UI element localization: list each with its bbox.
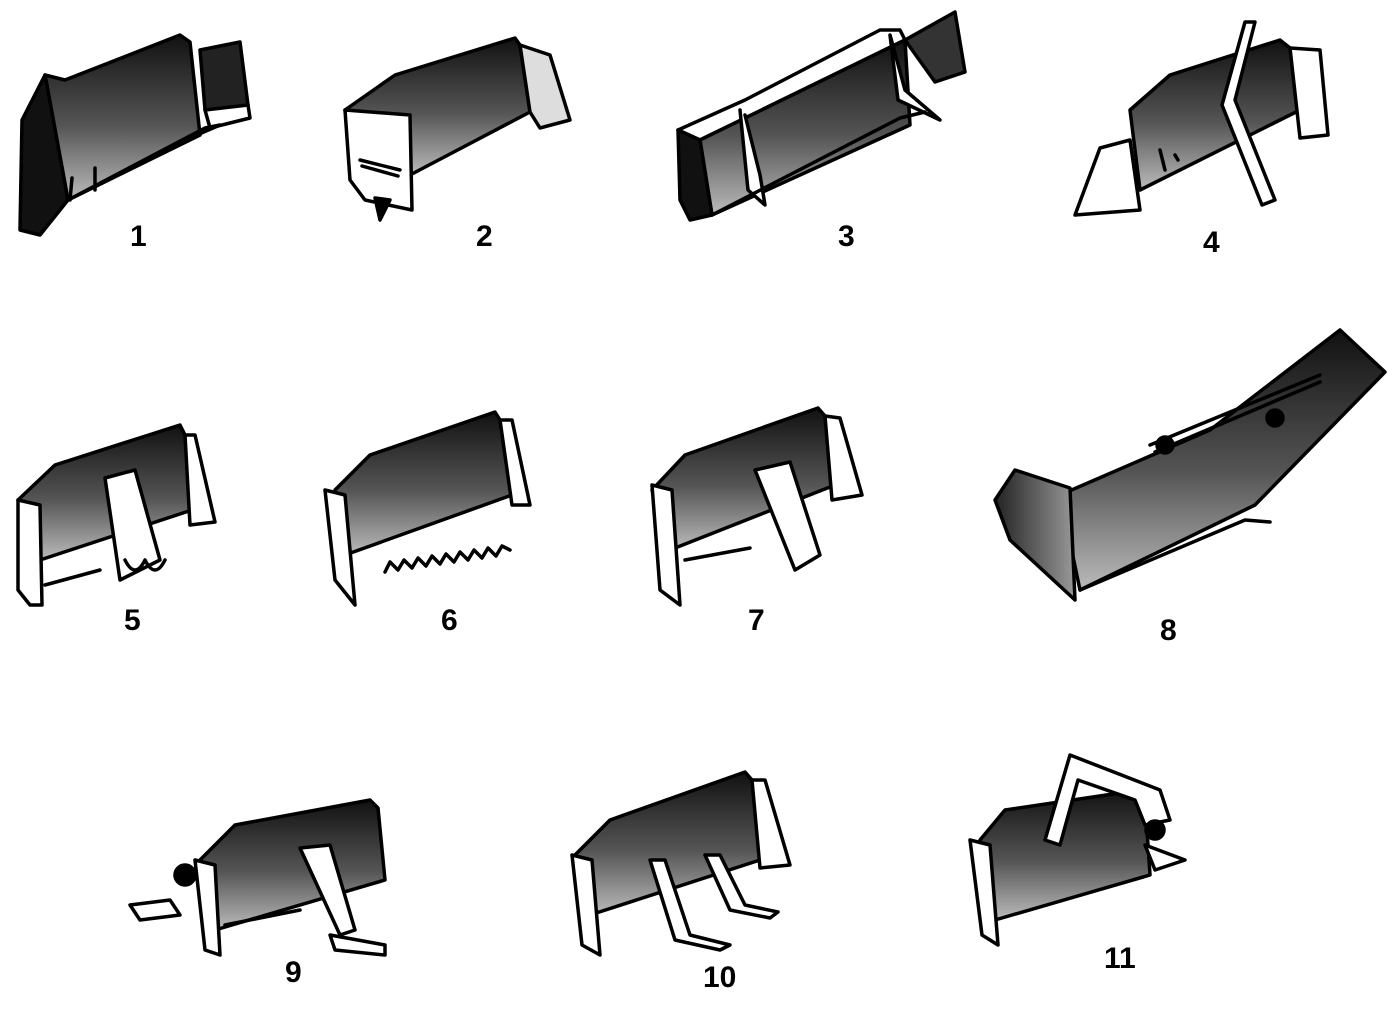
blade-1-drawing — [18, 33, 252, 237]
blade-9-drawing — [128, 798, 387, 957]
blade-11-drawing — [968, 753, 1187, 947]
blade-7-drawing — [650, 406, 864, 607]
blade-1-label: 1 — [130, 220, 147, 253]
blade-10-label: 10 — [703, 961, 737, 994]
blade-8-label: 8 — [1160, 614, 1177, 647]
blade-5-label: 5 — [124, 604, 141, 637]
blade-6-drawing — [323, 410, 532, 607]
blade-2-label: 2 — [476, 220, 493, 253]
blade-4-label: 4 — [1203, 226, 1220, 259]
blade-3-drawing — [676, 10, 967, 222]
blade-7-label: 7 — [748, 604, 765, 637]
blade-6-label: 6 — [441, 604, 458, 637]
blade-10-drawing — [570, 770, 792, 957]
blade-11-label: 11 — [1104, 942, 1136, 975]
blade-3-label: 3 — [838, 220, 855, 253]
blade-8-drawing — [993, 328, 1387, 602]
blade-9-label: 9 — [285, 956, 302, 989]
blade-5-drawing — [16, 423, 217, 607]
blade-4-drawing — [1073, 20, 1330, 217]
blade-2-drawing — [343, 36, 572, 222]
